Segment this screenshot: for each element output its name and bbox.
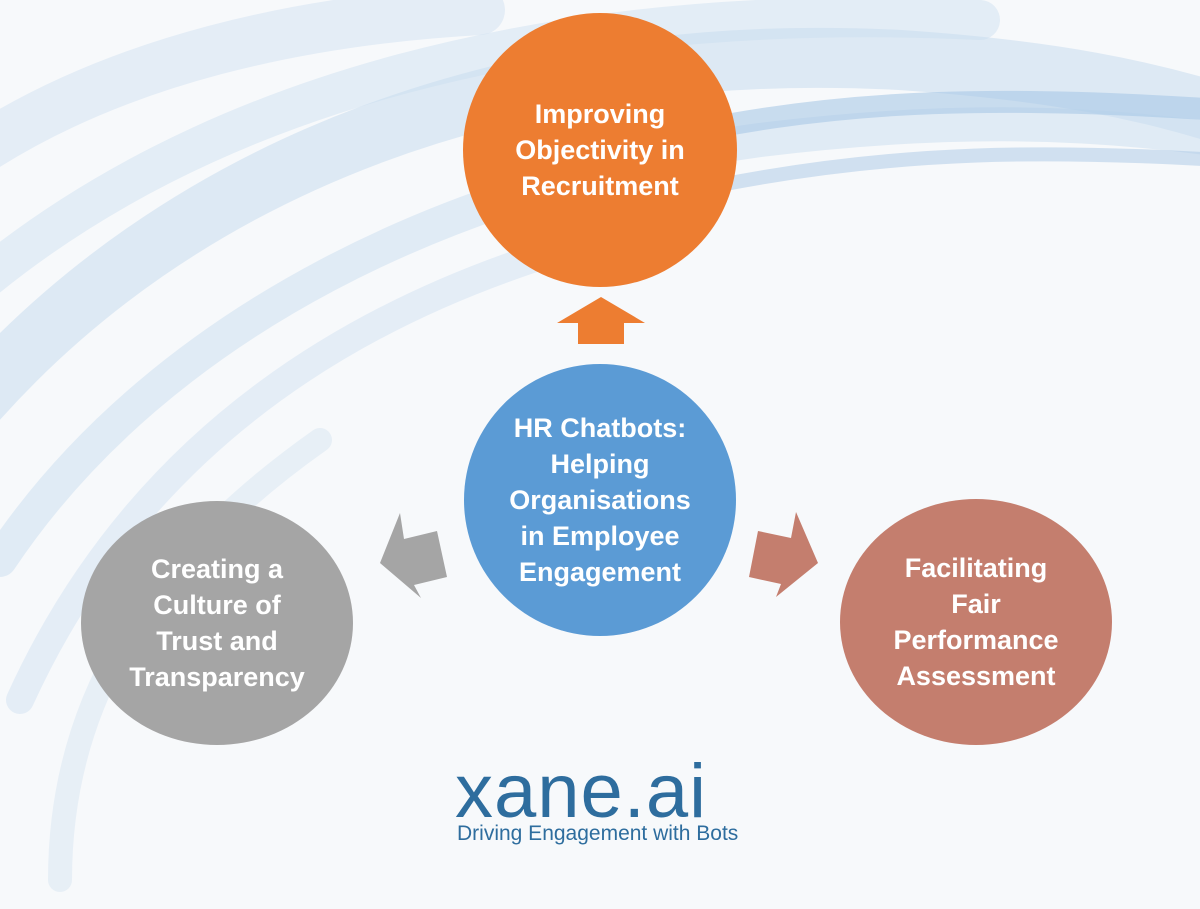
hr-chatbots-center-circle: HR Chatbots: Helping Organisations in Em… [464,364,736,636]
hr-chatbots-center-label: HR Chatbots: Helping Organisations in Em… [509,413,691,587]
objectivity-recruitment-circle: Improving Objectivity in Recruitment [463,13,737,287]
arrow-left-icon [380,513,447,598]
trust-transparency-circle: Creating a Culture of Trust and Transpar… [81,501,353,745]
fair-performance-label: Facilitating Fair Performance Assessment [893,553,1059,691]
arrow-up-icon [557,297,645,344]
logo-tagline: Driving Engagement with Bots [457,822,739,845]
arrow-right-icon [749,512,818,597]
xane-logo: xane.ai Driving Engagement with Bots [455,752,755,862]
trust-transparency-label: Creating a Culture of Trust and Transpar… [129,554,305,692]
logo-wordmark: xane.ai [455,749,708,834]
objectivity-recruitment-label: Improving Objectivity in Recruitment [515,99,685,201]
fair-performance-circle: Facilitating Fair Performance Assessment [840,499,1112,745]
